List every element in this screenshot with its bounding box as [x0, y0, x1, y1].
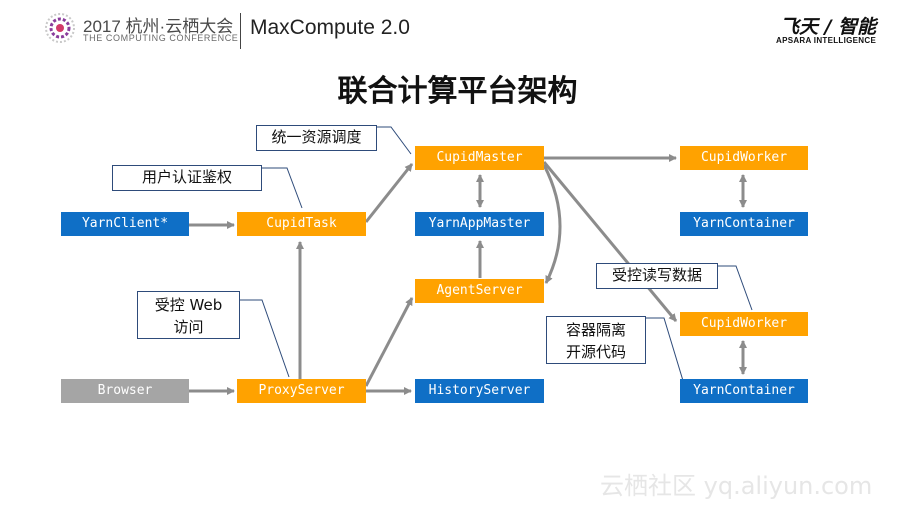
callout-web-line1: 受控 Web	[154, 296, 223, 314]
node-yarnclient: YarnClient*	[61, 212, 189, 236]
callout-line-scheduling	[377, 126, 412, 155]
brand-subtitle: APSARA INTELLIGENCE	[776, 36, 877, 45]
node-cupidworker-2: CupidWorker	[680, 312, 808, 336]
callout-user-auth: 用户认证鉴权	[112, 165, 262, 191]
callout-container-isolation: 容器隔离 开源代码	[546, 316, 646, 364]
header-divider	[240, 13, 241, 49]
callout-isolation-line2: 开源代码	[565, 343, 626, 361]
node-cupidmaster: CupidMaster	[415, 146, 544, 170]
node-browser: Browser	[61, 379, 189, 403]
callout-isolation-line1: 容器隔离	[565, 321, 626, 339]
node-yarnappmaster: YarnAppMaster	[415, 212, 544, 236]
node-yarncontainer-2: YarnContainer	[680, 379, 808, 403]
edge-proxyserver-agentserver	[364, 297, 414, 387]
callout-line-web	[240, 299, 290, 378]
node-agentserver: AgentServer	[415, 279, 544, 303]
callout-line-auth	[262, 167, 303, 209]
callout-unified-scheduling: 统一资源调度	[256, 125, 377, 151]
node-cupidworker-1: CupidWorker	[680, 146, 808, 170]
product-title: MaxCompute 2.0	[250, 16, 410, 39]
node-yarncontainer-1: YarnContainer	[680, 212, 808, 236]
callout-controlled-web-access: 受控 Web 访问	[137, 291, 240, 339]
node-proxyserver: ProxyServer	[237, 379, 366, 403]
callout-line-isolation	[646, 317, 685, 385]
event-title: 2017 杭州·云栖大会	[83, 17, 234, 36]
watermark: 云栖社区 yq.aliyun.com	[600, 472, 873, 500]
edge-cupidmaster-agentserver	[542, 164, 562, 284]
node-historyserver: HistoryServer	[415, 379, 544, 403]
event-subtitle: THE COMPUTING CONFERENCE	[83, 33, 239, 43]
callout-web-line2: 访问	[173, 318, 204, 336]
node-cupidtask: CupidTask	[237, 212, 366, 236]
conference-logo-icon	[45, 13, 75, 43]
callout-controlled-readwrite: 受控读写数据	[596, 263, 718, 289]
brand-logo: 飞天 / 智能	[780, 16, 877, 38]
page-title: 联合计算平台架构	[337, 74, 578, 109]
edge-cupidtask-cupidmaster	[364, 163, 414, 223]
callout-line-readwrite	[718, 265, 753, 311]
edge-cupidmaster-cupidworker2	[542, 161, 678, 322]
